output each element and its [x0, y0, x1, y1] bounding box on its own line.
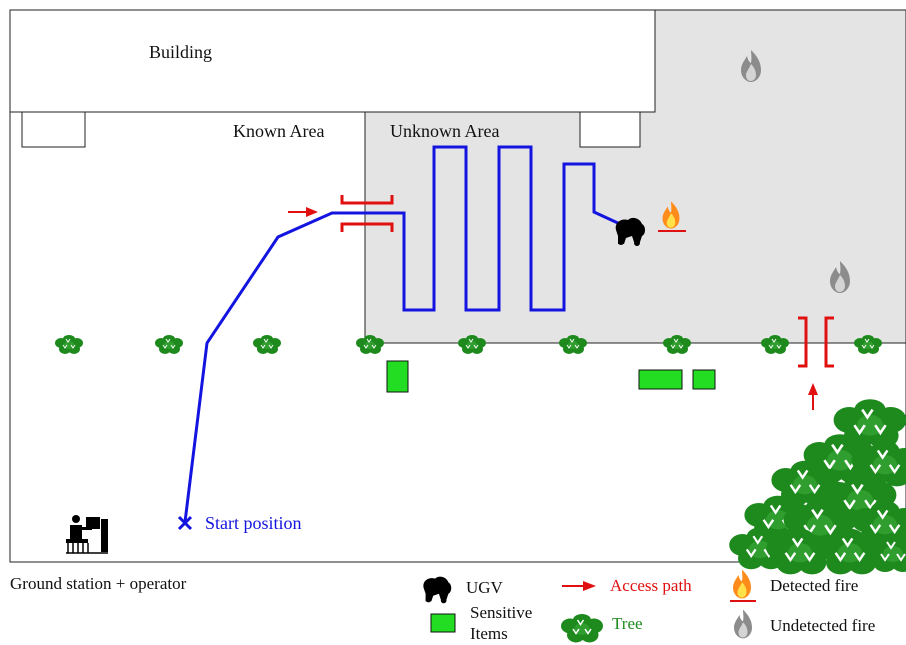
unknown-area [364, 9, 906, 344]
legend-access-arrow-icon [562, 581, 596, 591]
access-arrow-entrance [288, 207, 318, 217]
building-label: Building [149, 42, 213, 62]
legend-detected-fire-label: Detected fire [770, 576, 859, 595]
unknown-area-label: Unknown Area [390, 121, 500, 141]
detected-fire-icon [658, 201, 686, 232]
legend-ugv-icon [423, 576, 452, 604]
legend-access-path-label: Access path [610, 576, 692, 595]
tree-icon [252, 334, 282, 355]
exit-door [798, 316, 834, 368]
legend-ugv-label: UGV [466, 578, 503, 597]
operator-icon [66, 515, 108, 554]
tree-icon [54, 334, 84, 355]
building-notch-left [21, 112, 86, 148]
legend-tree-label: Tree [612, 614, 643, 633]
legend-sensitive-label-line2: Items [470, 624, 508, 643]
legend-undetected-fire-icon [734, 609, 752, 639]
tree-cluster [728, 397, 906, 576]
legend-detected-fire-icon [730, 569, 756, 602]
sensitive-item-icon [692, 369, 716, 390]
legend-sensitive-icon [430, 613, 456, 633]
known-area-label: Known Area [233, 121, 325, 141]
start-marker-icon [177, 515, 193, 531]
legend-undetected-fire-label: Undetected fire [770, 616, 876, 635]
start-position-label: Start position [205, 513, 302, 533]
entrance-door [340, 195, 394, 232]
sensitive-item-icon [638, 369, 683, 390]
ground-station-label: Ground station + operator [10, 574, 187, 593]
ugv-path [183, 145, 621, 523]
sensitive-item-icon [386, 360, 409, 393]
legend-sensitive-label-line1: Sensitive [470, 603, 533, 622]
access-arrow-exit [808, 383, 818, 410]
outer-frame [9, 9, 906, 563]
tree-icon [154, 334, 184, 355]
building-outline [10, 10, 656, 113]
legend-tree-icon [560, 613, 604, 644]
